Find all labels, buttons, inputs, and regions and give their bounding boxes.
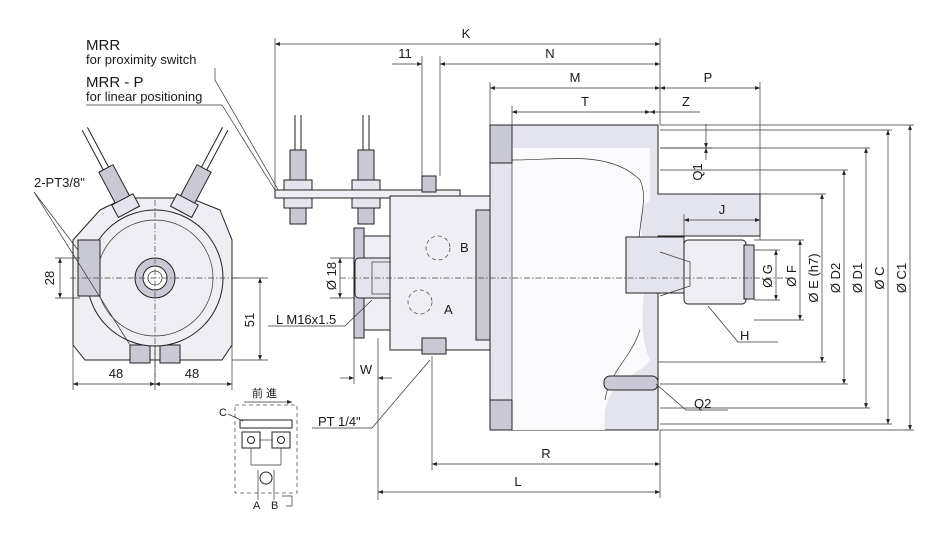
dim-p-label: P bbox=[704, 70, 713, 85]
circuit-c-label: C bbox=[219, 407, 227, 419]
dim-18-label: Ø 18 bbox=[324, 262, 339, 290]
port-a-circle bbox=[407, 289, 433, 315]
circuit-check-right bbox=[271, 431, 291, 449]
dim-e-label: Ø E (h7) bbox=[806, 253, 821, 302]
diameter-dims: Ø G Ø F Ø E (h7) Ø D2 Ø D1 Ø C Ø bbox=[658, 124, 914, 431]
circuit-pump bbox=[259, 471, 273, 485]
end-view-switch-left bbox=[81, 127, 141, 219]
rod-end-tip bbox=[743, 244, 755, 300]
pt14-boss bbox=[421, 337, 447, 355]
circuit-a-label: A bbox=[253, 500, 261, 512]
port-b-circle bbox=[425, 235, 451, 261]
mrr-subtitle: for proximity switch bbox=[86, 52, 197, 67]
bracket-post bbox=[421, 175, 437, 193]
dim-c1-label: Ø C1 bbox=[894, 263, 909, 293]
cylinder-top-step bbox=[489, 124, 513, 164]
mrrp-leader bbox=[86, 104, 276, 191]
port-b-label: B bbox=[460, 240, 469, 255]
circuit-direction-label: 前 進 bbox=[252, 386, 277, 400]
dim-d1-label: Ø D1 bbox=[850, 263, 865, 293]
mrr-title: MRR bbox=[86, 37, 120, 54]
pt14-callout-label: PT 1/4" bbox=[318, 414, 361, 429]
port-a-label: A bbox=[444, 302, 453, 317]
pt14-callout-leader bbox=[312, 359, 431, 429]
dim-48-left-label: 48 bbox=[109, 366, 123, 381]
dim-q1-label: Q1 bbox=[690, 163, 705, 180]
circuit-check-left bbox=[241, 431, 261, 449]
end-view-port-leader-2 bbox=[33, 191, 131, 346]
dim-28-label: 28 bbox=[42, 271, 57, 285]
piston-rod bbox=[625, 236, 685, 294]
dim-48-right-label: 48 bbox=[185, 366, 199, 381]
dim-11-label: 11 bbox=[398, 46, 412, 61]
end-view-port-leader-1 bbox=[33, 191, 79, 251]
dim-f-label: Ø F bbox=[784, 265, 799, 287]
side-view: B A K 11 N M bbox=[268, 26, 914, 500]
circuit-symbol: 前 進 C A B bbox=[219, 386, 298, 512]
proximity-switch-2 bbox=[351, 115, 381, 225]
dim-m-label: M bbox=[570, 70, 581, 85]
q2-screw bbox=[603, 375, 659, 391]
dim-c-label: Ø C bbox=[872, 266, 887, 289]
cylinder-cutaway bbox=[512, 148, 650, 430]
dim-r-label: R bbox=[541, 446, 550, 461]
end-view-port-left bbox=[77, 239, 101, 297]
thread-callout-leader bbox=[268, 299, 373, 327]
dim-t-label: T bbox=[581, 94, 589, 109]
dim-n-label: N bbox=[545, 46, 554, 61]
dim-51-label: 51 bbox=[242, 313, 257, 327]
model-notes: MRR for proximity switch MRR - P for lin… bbox=[86, 37, 281, 194]
rod-end bbox=[683, 239, 747, 305]
dim-k-label: K bbox=[462, 26, 471, 41]
mrrp-subtitle: for linear positioning bbox=[86, 89, 202, 104]
dim-d2-label: Ø D2 bbox=[828, 263, 843, 293]
dim-w-label: W bbox=[360, 362, 373, 377]
dim-l-label: L bbox=[514, 474, 521, 489]
q2-callout-leader bbox=[655, 383, 728, 411]
circuit-frame bbox=[234, 404, 298, 494]
mrrp-title: MRR - P bbox=[86, 74, 144, 91]
proximity-switch-1 bbox=[283, 115, 313, 225]
h-callout-leader bbox=[707, 305, 778, 343]
dim-z-label: Z bbox=[682, 94, 690, 109]
mrr-leader bbox=[214, 68, 281, 194]
end-view-switch-right bbox=[169, 127, 229, 219]
h-callout-label: H bbox=[740, 328, 749, 343]
dim-g-label: Ø G bbox=[760, 264, 775, 288]
end-view-port-label: 2-PT3/8" bbox=[34, 175, 85, 190]
end-view: 2-PT3/8" 28 51 48 48 bbox=[33, 127, 268, 390]
end-view-boss-left bbox=[129, 344, 151, 364]
dim-j-label: J bbox=[719, 202, 726, 217]
circuit-rod bbox=[239, 419, 293, 429]
cylinder-bottom-step bbox=[489, 399, 513, 431]
thread-callout-label: L M16x1.5 bbox=[276, 312, 336, 327]
end-view-boss-right bbox=[159, 344, 181, 364]
valve-block bbox=[389, 195, 491, 351]
q2-callout-label: Q2 bbox=[694, 396, 711, 411]
circuit-b-label: B bbox=[271, 500, 278, 512]
